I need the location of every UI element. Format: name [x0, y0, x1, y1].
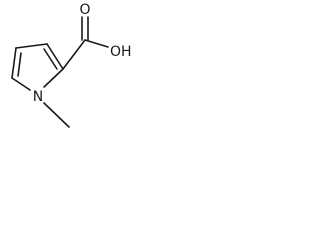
bond-n1-c2	[43, 68, 64, 88]
nitrogen-label: N	[33, 89, 43, 105]
oxygen-label: O	[79, 2, 90, 18]
bond-c5-n1	[11, 77, 31, 91]
bond-c2-ccarboxyl	[62, 39, 86, 70]
n-methyl-group	[43, 102, 70, 128]
hydroxyl-label: OH	[110, 44, 132, 60]
bond-c4-c5	[11, 47, 17, 79]
pyrrole-ring	[11, 43, 64, 91]
carboxylic-acid-group	[62, 16, 109, 70]
bond-c2-c3-inner	[43, 48, 58, 70]
chemical-structure: O OH N	[11, 2, 132, 128]
bond-c4-c5-inner	[17, 52, 22, 77]
bond-c3-c4	[15, 43, 48, 49]
bond-c-oh	[84, 39, 109, 48]
bond-c2-c3	[46, 43, 64, 70]
bond-n1-methyl	[43, 102, 70, 128]
